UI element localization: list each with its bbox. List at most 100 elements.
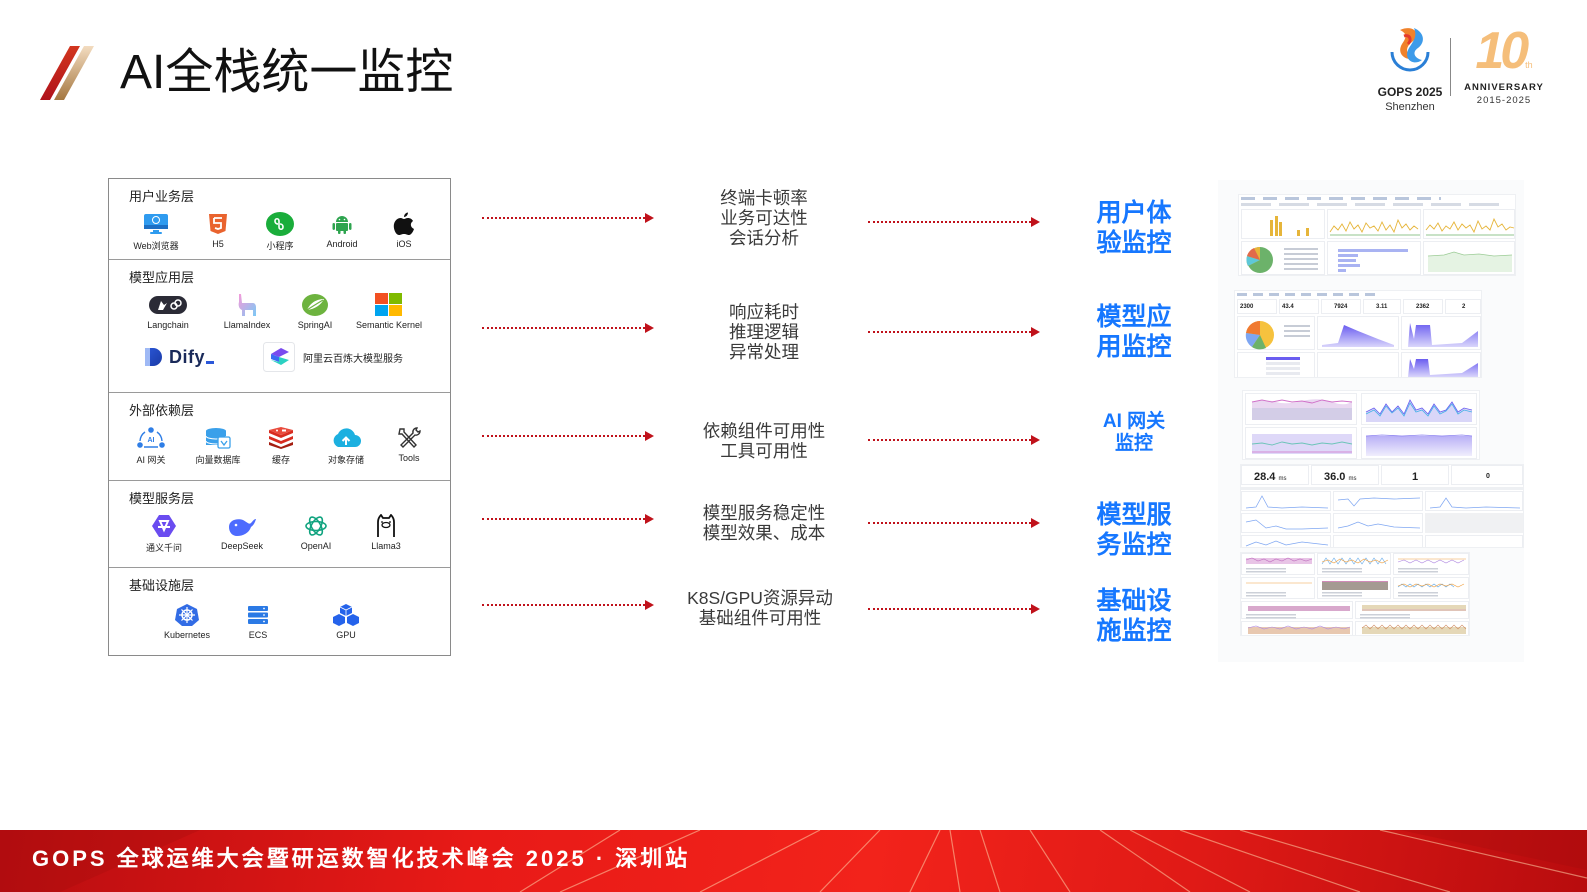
kubernetes-icon xyxy=(175,604,199,626)
monitor-icon xyxy=(144,214,168,234)
area-chart-panel xyxy=(1401,316,1481,350)
stack-item-ai-gateway: AI AI 网关 xyxy=(129,424,173,466)
monitor-line: 模型服 xyxy=(1096,501,1172,529)
flow-metrics-external-dependencies: 依赖组件可用性 工具可用性 xyxy=(654,421,874,461)
layer-infrastructure: 基础设施层 Kubernetes ECS GPU xyxy=(109,568,450,655)
arrow-head-icon xyxy=(1031,435,1040,445)
table-panel xyxy=(1317,352,1399,377)
footer-banner: GOPS 全球运维大会暨研运数智化技术峰会 2025 · 深圳站 xyxy=(0,830,1587,892)
stat-panel: 28.4 ms xyxy=(1241,465,1309,485)
monitor-line: 用监控 xyxy=(1096,333,1172,361)
stack-item-miniprogram: 小程序 xyxy=(253,210,307,252)
arrow-head-icon xyxy=(645,213,654,223)
bar-chart-panel xyxy=(1237,352,1315,377)
footer-text: GOPS 全球运维大会暨研运数智化技术峰会 2025 · 深圳站 xyxy=(32,846,691,871)
line-chart-panel xyxy=(1241,491,1331,511)
pie-chart-panel xyxy=(1237,316,1315,350)
stat-value: 0 xyxy=(1486,473,1490,480)
stack-item-label: Semantic Kernel xyxy=(355,320,423,330)
stack-item-label: Web浏览器 xyxy=(133,241,179,251)
page-title: AI全栈统一监控 xyxy=(120,46,454,99)
dify-underscore xyxy=(206,360,215,364)
llama-icon xyxy=(238,294,256,316)
flow-arrow-left xyxy=(482,213,654,223)
monitor-label-model-application: 模型应 用监控 xyxy=(1079,302,1189,362)
line-chart-panel xyxy=(1241,535,1331,547)
gops-logo: GOPS 2025 Shenzhen xyxy=(1372,22,1448,113)
stack-item-label: Android xyxy=(326,239,358,249)
gpu-cubes-icon xyxy=(333,604,359,626)
monitor-line: AI 网关 xyxy=(1102,411,1166,432)
stack-item-label: OpenAI xyxy=(300,541,332,551)
monitor-label-infrastructure: 基础设 施监控 xyxy=(1079,586,1189,646)
layer-user-business: 用户业务层 Web浏览器 H5 小程序 Android iOS xyxy=(109,179,450,260)
layer-title: 外部依赖层 xyxy=(129,403,195,418)
monitor-line: 验监控 xyxy=(1096,229,1172,257)
metric-line: 异常处理 xyxy=(729,342,799,362)
langchain-icon xyxy=(149,296,187,314)
stack-item-label: ECS xyxy=(248,630,268,640)
monitor-line: 监控 xyxy=(1114,433,1153,454)
arrow-head-icon xyxy=(645,323,654,333)
qwen-icon xyxy=(152,515,176,537)
metric-line: 依赖组件可用性 xyxy=(702,421,826,441)
stack-item-web: Web浏览器 xyxy=(129,210,183,252)
monitor-line: 模型应 xyxy=(1096,303,1172,331)
area-chart-panel xyxy=(1317,316,1399,350)
stack-item-label: 通义千问 xyxy=(145,543,182,553)
stat-panel: 2362 xyxy=(1403,299,1443,314)
line-chart-panel xyxy=(1425,491,1523,511)
layer-title: 模型服务层 xyxy=(129,491,195,506)
arrow-head-icon xyxy=(1031,327,1040,337)
gops-event-name: GOPS 2025 xyxy=(1377,85,1443,99)
stat-value: 2362 xyxy=(1416,304,1430,310)
flow-arrow-left xyxy=(482,514,654,524)
stack-item-label: Kubernetes xyxy=(163,630,211,640)
svg-text:AI: AI xyxy=(148,437,155,444)
stack-item-springai: SpringAI xyxy=(287,291,343,330)
stack-item-label: SpringAI xyxy=(297,320,333,330)
flow-arrow-left xyxy=(482,431,654,441)
flow-arrow-left xyxy=(482,323,654,333)
server-icon xyxy=(248,606,268,624)
stack-item-label: 对象存储 xyxy=(327,455,364,465)
anniversary-years: 2015-2025 xyxy=(1476,95,1532,106)
stack-item-bailian: 阿里云百炼大模型服务 xyxy=(263,342,403,372)
dashboard-thumbnails: 2300 43.4 7924 3.11 2362 2 xyxy=(1218,180,1524,662)
chart-panel xyxy=(1355,601,1469,619)
metric-line: 会话分析 xyxy=(729,228,799,248)
chart-panel xyxy=(1393,553,1469,575)
chart-panel xyxy=(1241,209,1325,239)
layer-model-service: 模型服务层 通义千问 DeepSeek OpenAI Llama3 xyxy=(109,481,450,568)
line-chart-panel xyxy=(1361,393,1477,425)
stat-panel: 7924 xyxy=(1321,299,1361,314)
stack-item-label: iOS xyxy=(396,239,412,249)
vector-database-icon xyxy=(205,428,231,449)
metric-line: 工具可用性 xyxy=(720,441,808,461)
stack-item-llamaindex: LlamaIndex xyxy=(207,291,287,330)
arrow-head-icon xyxy=(1031,518,1040,528)
stack-item-label: Langchain xyxy=(147,320,189,330)
stack-item-label: Llama3 xyxy=(371,541,401,551)
stat-panel: 2300 xyxy=(1237,299,1277,314)
metric-line: 响应耗时 xyxy=(729,302,799,322)
metric-line: 终端卡顿率 xyxy=(720,188,808,208)
stack-item-dify: Dify xyxy=(143,346,263,368)
spring-leaf-icon xyxy=(302,294,328,316)
dashboard-user-experience xyxy=(1238,194,1516,276)
stat-value: 7924 xyxy=(1334,304,1348,310)
line-chart-panel xyxy=(1333,513,1423,533)
metric-line: 基础组件可用性 xyxy=(698,608,822,628)
gops-anniversary-logo: GOPS 2025 Shenzhen 10th ANNIVERSARY 2015… xyxy=(1372,22,1572,114)
chart-panel xyxy=(1355,621,1469,635)
stack-item-tools: Tools xyxy=(387,424,431,463)
stack-item-h5: H5 xyxy=(191,210,245,249)
openai-icon xyxy=(305,516,327,536)
stat-value: 2300 xyxy=(1240,304,1254,310)
chart-panel xyxy=(1241,621,1353,635)
footer-light-rays xyxy=(0,830,1587,892)
stat-panel: 0 xyxy=(1451,465,1523,485)
flow-arrow-left xyxy=(482,600,654,610)
apple-icon xyxy=(393,212,414,235)
area-chart-panel xyxy=(1245,427,1357,459)
